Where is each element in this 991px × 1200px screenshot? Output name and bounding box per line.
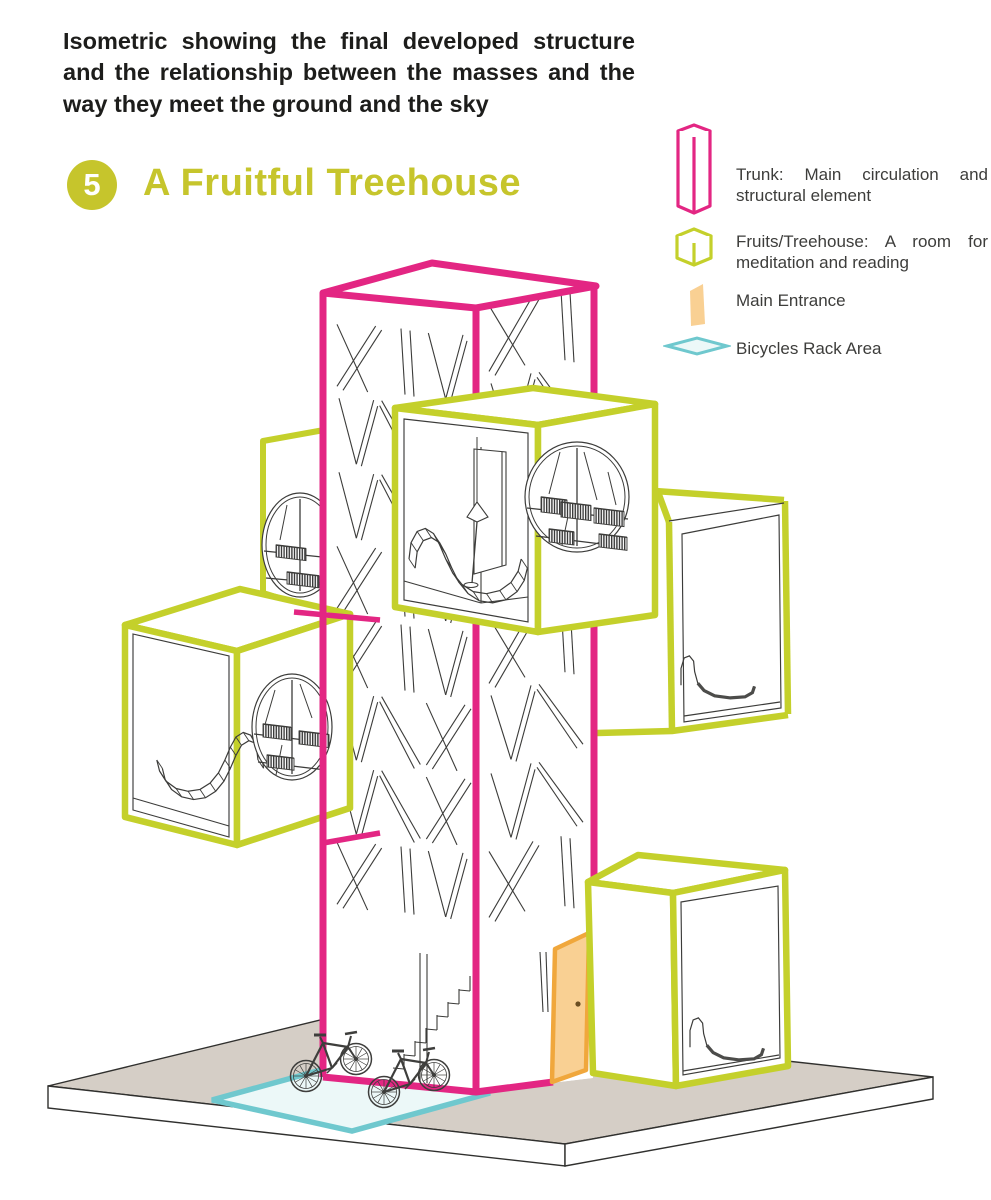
section-title: A Fruitful Treehouse: [143, 162, 522, 204]
legend-label-fruits: Fruits/Treehouse: A room for meditation …: [736, 232, 988, 273]
fruit-cube-middle-left: [121, 585, 354, 849]
trunk-icon: [676, 123, 712, 215]
section-number-badge: 5: [67, 160, 117, 210]
bicycles-rack-icon: [663, 336, 731, 356]
fruit-cube-bottom-right: [584, 851, 792, 1090]
main-entrance-icon: [690, 284, 705, 326]
page-title: Isometric showing the final developed st…: [63, 28, 635, 117]
fruit-cube-middle-right: [596, 487, 792, 737]
legend-label-entrance: Main Entrance: [736, 291, 846, 310]
legend-label-trunk: Trunk: Main circulation and structural e…: [736, 165, 988, 206]
fruit-cube-icon: [675, 227, 713, 267]
section-number: 5: [83, 167, 101, 202]
legend-label-rack: Bicycles Rack Area: [736, 339, 882, 358]
fruit-cube-top-front: [391, 384, 659, 636]
interior-stairs: [392, 947, 558, 1083]
bicycles: [289, 1030, 451, 1109]
main-entrance-door: [549, 930, 592, 1085]
door-handle: [575, 1001, 581, 1007]
fruit-cube-top-left: [260, 427, 339, 615]
legend: Trunk: Main circulation and structural e…: [0, 0, 991, 380]
